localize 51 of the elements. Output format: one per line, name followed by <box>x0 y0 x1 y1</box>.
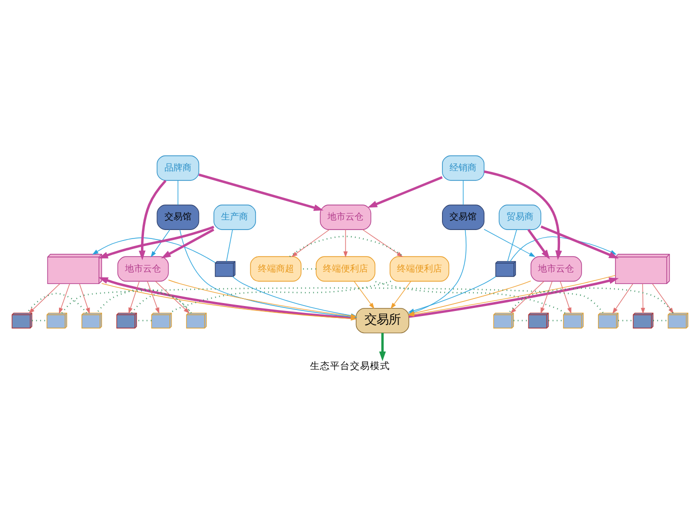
arrow <box>150 228 170 257</box>
arrow <box>147 280 160 314</box>
connector <box>462 180 464 205</box>
arrow <box>368 176 443 208</box>
arrow <box>92 236 216 262</box>
node-box: 经销商 <box>442 154 484 180</box>
arrow <box>138 179 166 260</box>
node-box: 终端便利店 <box>390 256 450 282</box>
connector <box>96 288 192 313</box>
node-box: 品牌商 <box>156 154 200 180</box>
arrow <box>161 228 214 258</box>
arrow <box>612 283 634 314</box>
node-box: 终端商超 <box>250 256 302 282</box>
arrow <box>540 280 552 314</box>
arrow <box>28 283 60 314</box>
node-box: 贸易商 <box>498 204 542 230</box>
arrow <box>79 283 90 314</box>
arrow <box>527 228 550 259</box>
connector <box>170 280 392 314</box>
arrow <box>155 280 190 314</box>
node-box: 生产商 <box>214 204 256 230</box>
arrow <box>652 283 674 314</box>
node-box: 地市云仓 <box>117 256 169 282</box>
arrow <box>510 280 544 314</box>
arrow <box>379 332 386 361</box>
connector <box>26 292 88 313</box>
arrow <box>640 283 646 314</box>
arrow <box>484 228 536 256</box>
arrow <box>198 173 324 210</box>
arrow <box>343 228 348 258</box>
connector <box>226 228 233 262</box>
connector <box>131 292 192 313</box>
arrow <box>484 170 562 260</box>
caption: 生态平台交易模式 <box>310 360 390 372</box>
connector <box>289 235 404 257</box>
node-box: 交易馆 <box>442 204 484 230</box>
node-box: 交易馆 <box>156 204 200 230</box>
node-box: 终端便利店 <box>316 256 376 282</box>
arrow <box>354 280 374 308</box>
node-box: 地市云仓 <box>530 256 582 282</box>
arrow <box>58 283 70 314</box>
arrow <box>98 225 214 258</box>
arrow <box>390 280 412 308</box>
arrow <box>291 228 330 257</box>
connector <box>508 286 674 313</box>
arrow <box>128 280 140 314</box>
node-box: 地市云仓 <box>320 204 372 230</box>
node-box: 交易所 <box>356 307 410 333</box>
connector <box>507 228 517 262</box>
arrow <box>560 280 572 314</box>
arrow <box>362 228 403 257</box>
